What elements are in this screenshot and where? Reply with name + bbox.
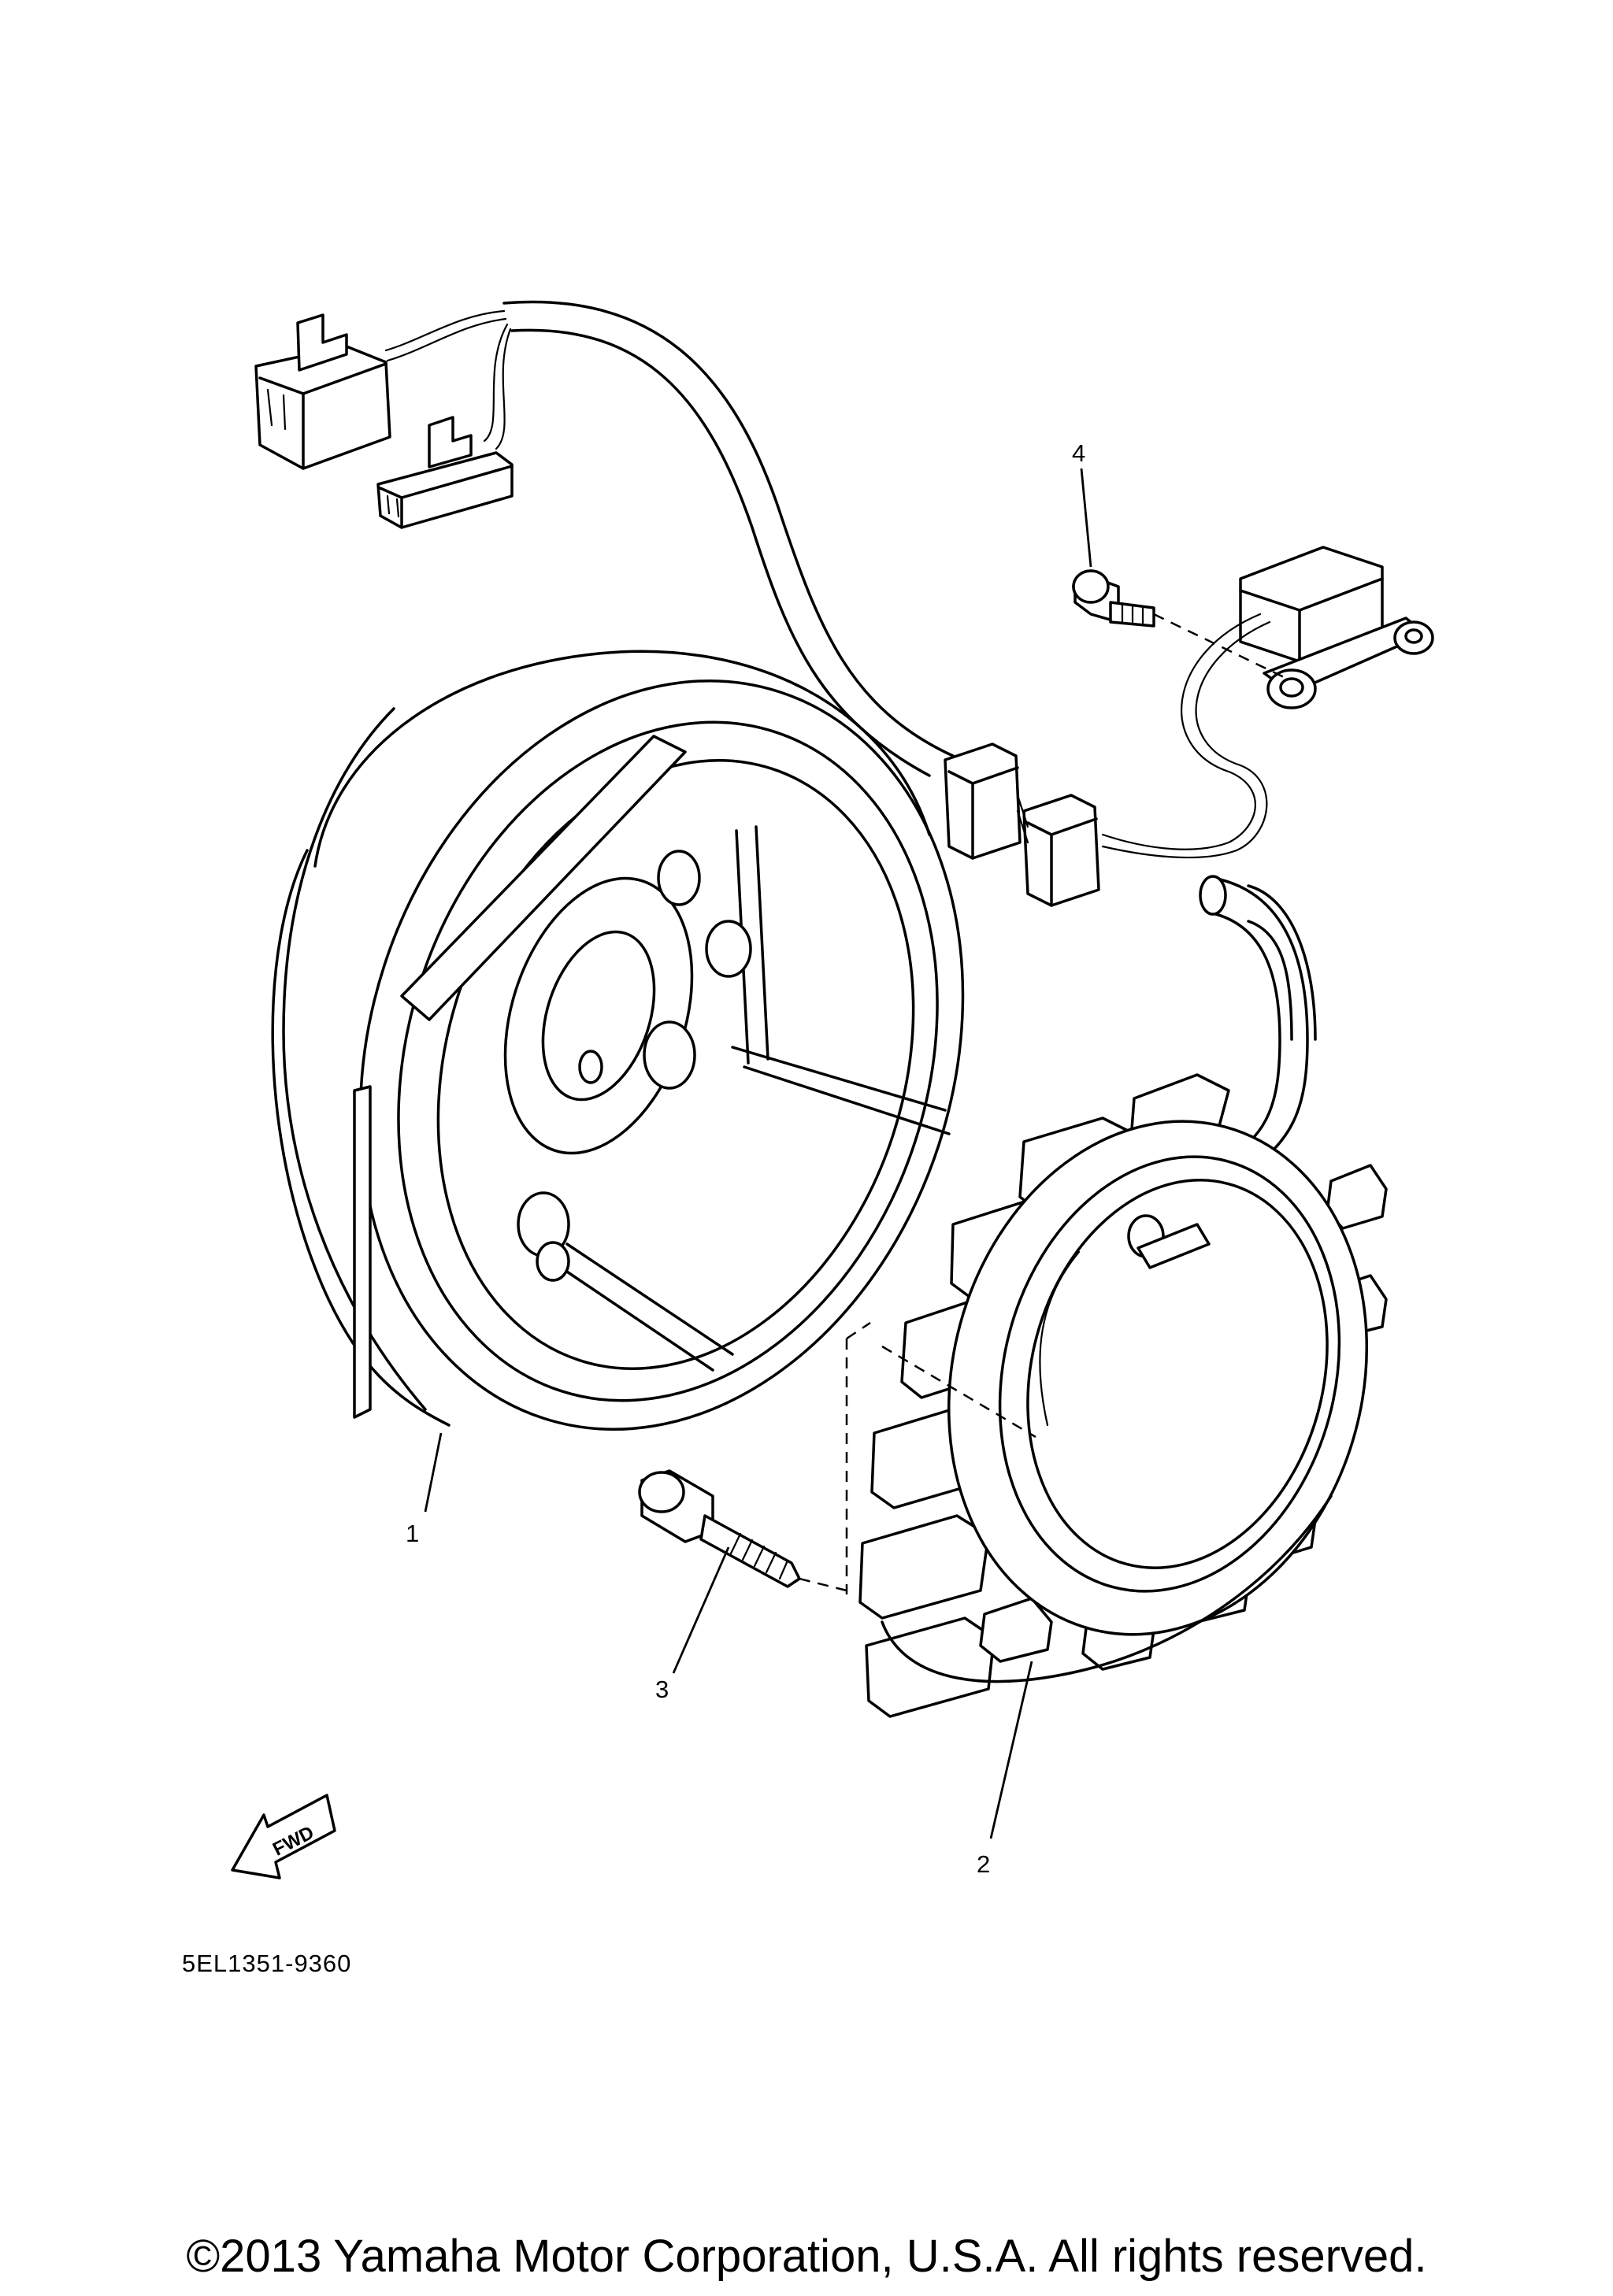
bolt-4-alignment-line (1153, 613, 1285, 679)
copyright-notice: ©2013 Yamaha Motor Corporation, U.S.A. A… (186, 2231, 1427, 2282)
callout-part-3: 3 (655, 1676, 669, 1703)
two-pin-connector (376, 416, 514, 529)
leader-line-3 (672, 1546, 730, 1674)
diagram-code: 5EL1351-9360 (182, 1950, 352, 1977)
leader-line-1 (424, 1432, 443, 1513)
bolt-3-alignment-line (799, 1321, 871, 1594)
pickup-coil-assembly (1101, 546, 1434, 859)
stator-coil-part-2 (858, 1073, 1388, 1718)
leader-line-2 (989, 1661, 1033, 1839)
callout-part-1: 1 (406, 1520, 420, 1547)
stator-lead-wire (1199, 875, 1317, 1175)
four-pin-connector (254, 313, 391, 470)
forward-direction-arrow-icon: FWD (231, 1794, 336, 1879)
callout-part-4: 4 (1072, 439, 1086, 467)
callout-part-2: 2 (977, 1850, 991, 1878)
screw-part-4 (1072, 569, 1155, 628)
bolt-part-3 (638, 1469, 801, 1588)
leader-line-4 (1080, 468, 1092, 568)
wire-harness (254, 300, 955, 777)
harness-coupler (944, 742, 1100, 907)
flywheel-rotor-part-1 (271, 650, 965, 1431)
